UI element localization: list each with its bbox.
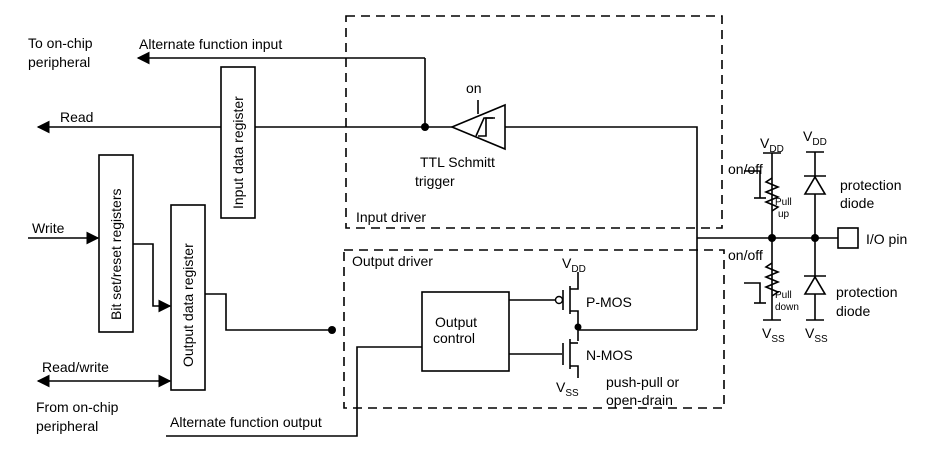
pin-to-trigger-wire xyxy=(505,126,698,330)
alt-func-output-label: Alternate function output xyxy=(170,414,322,430)
output-control-box xyxy=(421,291,510,372)
open-drain-label: open-drain xyxy=(606,392,673,408)
output-driver-region xyxy=(343,249,725,409)
pmos-drain xyxy=(570,310,579,341)
read-label: Read xyxy=(60,109,93,125)
pull-down-switch xyxy=(744,282,761,303)
input-data-register-box xyxy=(220,66,256,219)
read-junction xyxy=(421,123,429,131)
output-control-label-2: control xyxy=(433,330,475,346)
pull-down-on-off-label: on/off xyxy=(728,247,763,263)
ttl-schmitt-label: TTL Schmitt xyxy=(420,154,495,170)
pull-up-label: Pull xyxy=(775,197,792,208)
nmos-source xyxy=(570,365,579,378)
pull-up-up-label: up xyxy=(778,209,790,220)
io-pin-icon xyxy=(837,227,859,249)
read-write-label: Read/write xyxy=(42,359,109,375)
pull-up-resistor xyxy=(763,177,781,212)
output-control-label: Output xyxy=(435,314,477,330)
io-pin-label: I/O pin xyxy=(866,231,907,247)
output-data-register-box xyxy=(170,204,206,391)
odr-to-driver-wire xyxy=(205,293,332,331)
pull-down-vss-label: VSS xyxy=(762,325,785,345)
from-on-chip-label: From on-chip xyxy=(36,399,119,415)
pmos-bubble xyxy=(554,295,564,305)
nmos-label: N-MOS xyxy=(586,347,633,363)
pmos-vdd-label: VDD xyxy=(562,255,586,275)
output-driver-label: Output driver xyxy=(352,253,433,269)
to-on-chip-peripheral-label: peripheral xyxy=(28,54,90,70)
write-label: Write xyxy=(32,220,65,236)
protection-diode-bottom-icon xyxy=(803,275,827,295)
protection-top-label: protection xyxy=(840,177,901,193)
pull-up-vdd-label: VDD xyxy=(760,135,784,155)
diode-vss-label: VSS xyxy=(805,325,828,345)
input-data-register-label: Input data register xyxy=(230,96,246,209)
diode-top-label: diode xyxy=(840,195,874,211)
alt-func-input-label: Alternate function input xyxy=(139,36,282,52)
pull-down-resistor xyxy=(763,262,781,297)
on-label: on xyxy=(466,80,482,96)
pull-down-down-label: down xyxy=(775,302,799,313)
output-data-register-label: Output data register xyxy=(180,243,196,367)
from-on-chip-peripheral-label: peripheral xyxy=(36,418,98,434)
protection-bottom-label: protection xyxy=(836,284,897,300)
pmos-label: P-MOS xyxy=(586,294,632,310)
push-pull-label: push-pull or xyxy=(606,374,679,390)
odr-junction xyxy=(328,326,336,334)
protection-diode-top-icon xyxy=(803,175,827,195)
pull-down-label: Pull xyxy=(775,290,792,301)
trigger-label: trigger xyxy=(415,173,455,189)
to-on-chip-label: To on-chip xyxy=(28,35,93,51)
input-driver-region xyxy=(345,15,723,229)
pull-up-switch xyxy=(744,170,761,198)
bsrr-to-odr-wire xyxy=(133,243,172,313)
diode-vdd-label: VDD xyxy=(803,128,827,148)
hysteresis-icon-2 xyxy=(475,117,493,137)
input-driver-label: Input driver xyxy=(356,209,426,225)
alt-func-output-wire xyxy=(166,346,422,437)
nmos-vss-label: VSS xyxy=(556,379,579,399)
diode-bottom-label: diode xyxy=(836,303,870,319)
bit-set-reset-registers-label: Bit set/reset registers xyxy=(108,189,124,321)
pmos-source xyxy=(570,272,579,290)
pull-up-on-off-label: on/off xyxy=(728,161,763,177)
output-node xyxy=(574,323,582,331)
